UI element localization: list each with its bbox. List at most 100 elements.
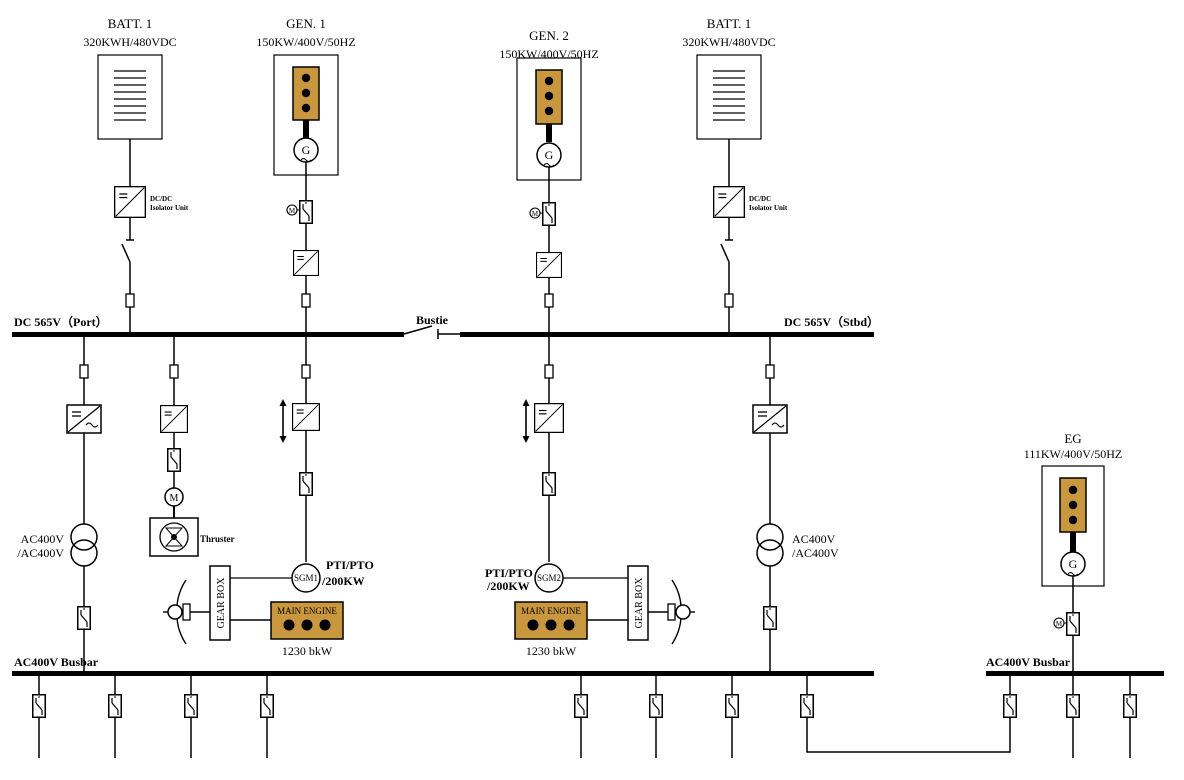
feeder-breaker	[32, 676, 46, 758]
rectifier-icon	[535, 252, 563, 278]
port-thruster-feeder: M Thruster	[149, 337, 235, 557]
feeder-breaker	[1123, 676, 1137, 758]
sgm2-label: SGM2	[537, 573, 561, 583]
gen1-rating: 150KW/400V/50HZ	[256, 35, 355, 49]
breaker-icon	[542, 202, 556, 226]
stbd-transformer-feeder: AC400V /AC400V	[752, 337, 839, 671]
transformer-icon	[756, 523, 784, 551]
bidirectional-converter-icon	[533, 403, 565, 433]
emergency-generator: EG 111KW/400V/50HZ G M	[1024, 431, 1122, 671]
pti-pto-2-label: PTI/PTO	[485, 566, 533, 580]
port-propulsion: GEAR BOX MAIN ENGINE 1230 bkW	[163, 565, 344, 658]
breaker-icon	[1066, 612, 1080, 636]
outgoing-feeders	[32, 676, 1137, 758]
bustie-switch	[403, 325, 460, 339]
bidirectional-converter-icon	[291, 403, 321, 431]
fuse-icon	[169, 364, 179, 379]
breaker-icon	[184, 694, 198, 718]
battery-stbd-rating: 320KWH/480VDC	[682, 35, 775, 49]
ac-busbar-main-label: AC400V Busbar	[14, 655, 99, 669]
breaker-icon	[763, 606, 777, 630]
dcdc-label: DC/DC	[749, 195, 771, 203]
ac-busbar-eg-label: AC400V Busbar	[986, 655, 1071, 669]
breaker-icon	[260, 694, 274, 718]
inverter-icon	[159, 405, 189, 433]
emergency-bus-interconnection	[806, 718, 1011, 753]
propeller-icon	[667, 579, 695, 645]
dc-bus-stbd-label: DC 565V（Stbd）	[784, 314, 879, 329]
motor-operator-symbol: M	[1056, 620, 1063, 628]
breaker-icon	[542, 472, 556, 496]
isolator-label: Isolator Unit	[749, 204, 788, 212]
breaker-icon	[1066, 694, 1080, 718]
ac-busbar-main	[12, 671, 874, 676]
disconnector-icon	[121, 243, 131, 263]
breaker-icon	[299, 200, 313, 224]
breaker-icon	[1003, 694, 1017, 718]
port-sgm-feeder: SGM1 PTI/PTO /200KW	[230, 337, 374, 593]
battery-port: BATT. 1 320KWH/480VDC DC/DC Isolator Uni…	[83, 16, 189, 332]
feeder-breaker	[108, 676, 122, 758]
breaker-icon	[77, 606, 91, 630]
motor-symbol: M	[170, 493, 179, 504]
gearbox	[627, 565, 649, 641]
gen1-name: GEN. 1	[286, 16, 326, 31]
stbd-propulsion: GEAR BOX MAIN ENGINE 1230 bkW	[514, 565, 695, 658]
breaker-icon	[1123, 694, 1137, 718]
disconnector-icon	[720, 243, 730, 263]
bustie-label: Bustie	[416, 313, 449, 327]
battery-icon	[114, 70, 146, 121]
fuse-icon	[544, 364, 554, 379]
dcdc-converter-icon	[713, 186, 745, 218]
generator-2: GEN. 2 150KW/400V/50HZ G M	[499, 28, 599, 332]
gearbox-label: GEAR BOX	[634, 577, 645, 629]
dcdc-converter-icon	[114, 186, 146, 218]
port-transformer-feeder: AC400V /AC400V	[17, 337, 102, 671]
gen2-name: GEN. 2	[529, 28, 569, 43]
pti-pto-1-label: PTI/PTO	[326, 558, 374, 572]
battery-port-box	[97, 54, 163, 140]
breaker-icon	[649, 694, 663, 718]
feeder-breaker	[260, 676, 274, 758]
gearbox-label: GEAR BOX	[216, 577, 227, 629]
feeder-breaker	[1003, 676, 1017, 718]
main-engine-power: 1230 bkW	[526, 644, 577, 658]
port-transformer-label-1: AC400V	[21, 532, 65, 546]
fuse-icon	[301, 293, 311, 308]
propeller-icon	[163, 579, 191, 645]
battery-port-rating: 320KWH/480VDC	[83, 35, 176, 49]
sgm1-label: SGM1	[294, 573, 318, 583]
breaker-icon	[725, 694, 739, 718]
generator-symbol: G	[1069, 557, 1078, 571]
port-transformer-label-2: /AC400V	[17, 546, 64, 560]
battery-icon	[713, 70, 745, 121]
breaker-icon	[574, 694, 588, 718]
fuse-icon	[765, 364, 775, 379]
fuse-icon	[125, 293, 135, 308]
main-engine-label: MAIN ENGINE	[521, 606, 581, 616]
main-engine-label: MAIN ENGINE	[277, 606, 337, 616]
fuse-icon	[301, 364, 311, 379]
feeder-breaker	[1066, 676, 1080, 758]
main-engine-power: 1230 bkW	[282, 644, 333, 658]
motor-operator-symbol: M	[532, 210, 539, 218]
isolator-label: Isolator Unit	[150, 204, 189, 212]
eg-name: EG	[1064, 431, 1081, 446]
dc-bus-stbd	[460, 332, 874, 337]
fuse-icon	[544, 293, 554, 308]
generator-symbol: G	[302, 143, 311, 157]
breaker-icon	[299, 472, 313, 496]
breaker-icon	[108, 694, 122, 718]
dc-bus-port	[12, 332, 404, 337]
pti-pto-1-rating: /200KW	[321, 574, 365, 588]
pti-pto-2-rating: /200KW	[486, 579, 530, 593]
breaker-icon	[167, 448, 181, 472]
fuse-icon	[79, 364, 89, 379]
battery-port-name: BATT. 1	[108, 16, 153, 31]
feeder-breaker	[574, 676, 588, 758]
breaker-icon	[32, 694, 46, 718]
motor-operator-symbol: M	[289, 207, 296, 215]
battery-stbd: BATT. 1 320KWH/480VDC DC/DC Isolator Uni…	[682, 16, 788, 332]
stbd-sgm-feeder: SGM2 PTI/PTO /200KW	[485, 337, 628, 593]
